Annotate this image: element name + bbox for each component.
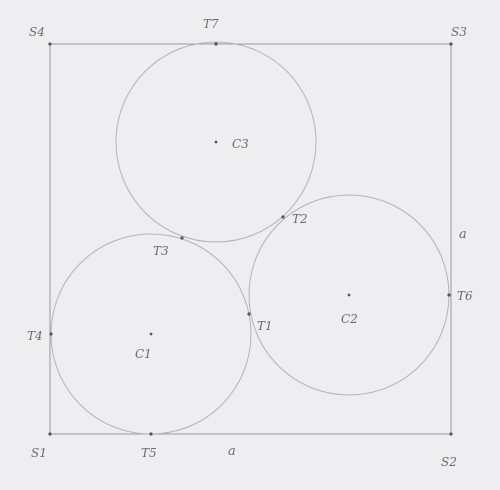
square [49,43,452,435]
label-s1: S1 [31,446,47,460]
label-side-bottom: a [228,444,236,459]
label-t4: T4 [27,329,43,343]
point-t2 [281,215,285,219]
point-c1-center [149,332,153,336]
point-t4 [49,332,53,336]
point-s1 [48,432,52,436]
point-s3 [449,42,453,46]
point-t5 [149,432,153,436]
label-t2: T2 [292,212,308,226]
label-s2: S2 [441,455,457,469]
label-s4: S4 [29,25,45,39]
label-s3: S3 [451,25,467,39]
label-t3: T3 [153,244,169,258]
point-c2-center [347,293,351,297]
label-c2: C2 [341,312,358,326]
point-s2 [449,432,453,436]
point-c3-center [214,140,218,144]
label-t5: T5 [141,446,157,460]
circle-c3 [115,41,317,243]
label-t1: T1 [257,319,273,333]
point-t3 [180,236,184,240]
label-side-right: a [459,227,467,242]
label-t6: T6 [457,289,473,303]
label-c3: C3 [232,137,249,151]
label-t7: T7 [203,17,219,31]
point-s4 [48,42,52,46]
point-t6 [447,293,451,297]
label-c1: C1 [135,347,152,361]
point-t7 [214,42,218,46]
point-t1 [247,312,251,316]
